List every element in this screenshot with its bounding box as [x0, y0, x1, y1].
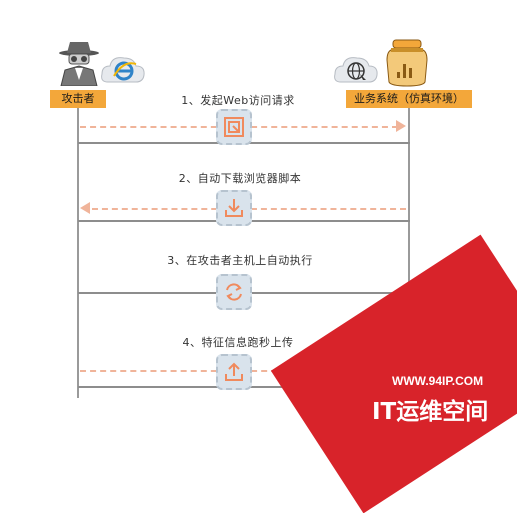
step-1-arrowhead — [396, 120, 406, 132]
step-2-label: 2、自动下载浏览器脚本 — [178, 172, 302, 185]
refresh-icon — [226, 283, 242, 301]
step-1-icon-box — [216, 109, 252, 145]
watermark-brand: IT运维空间 — [372, 399, 489, 425]
upload-icon — [225, 362, 243, 381]
web-globe-icon — [334, 57, 378, 83]
honeypot-jar — [383, 38, 431, 88]
target-lifeline — [408, 108, 410, 398]
request-frame-icon — [224, 117, 244, 137]
step-3-label: 3、在攻击者主机上自动执行 — [167, 254, 313, 267]
step-2-arrowhead — [80, 202, 90, 214]
attacker-avatar — [55, 40, 103, 87]
watermark-url: WWW.94IP.COM — [392, 374, 484, 388]
download-icon — [225, 199, 243, 217]
step-3-icon-box — [216, 274, 252, 310]
step-1-label: 1、发起Web访问请求 — [181, 94, 295, 107]
attacker-lifeline — [77, 108, 79, 398]
web-globe-badge — [333, 50, 379, 86]
ie-browser-icon — [101, 57, 145, 83]
attacker-label: 攻击者 — [50, 90, 106, 108]
step-4-icon-box — [216, 354, 252, 390]
honeypot-jar-icon — [386, 39, 428, 87]
spy-icon — [59, 42, 99, 87]
step-4-label: 4、特征信息跑秒上传 — [182, 336, 294, 349]
step-2-icon-box — [216, 190, 252, 226]
ie-browser-badge — [100, 52, 146, 86]
target-label: 业务系统（仿真环境） — [346, 90, 472, 108]
